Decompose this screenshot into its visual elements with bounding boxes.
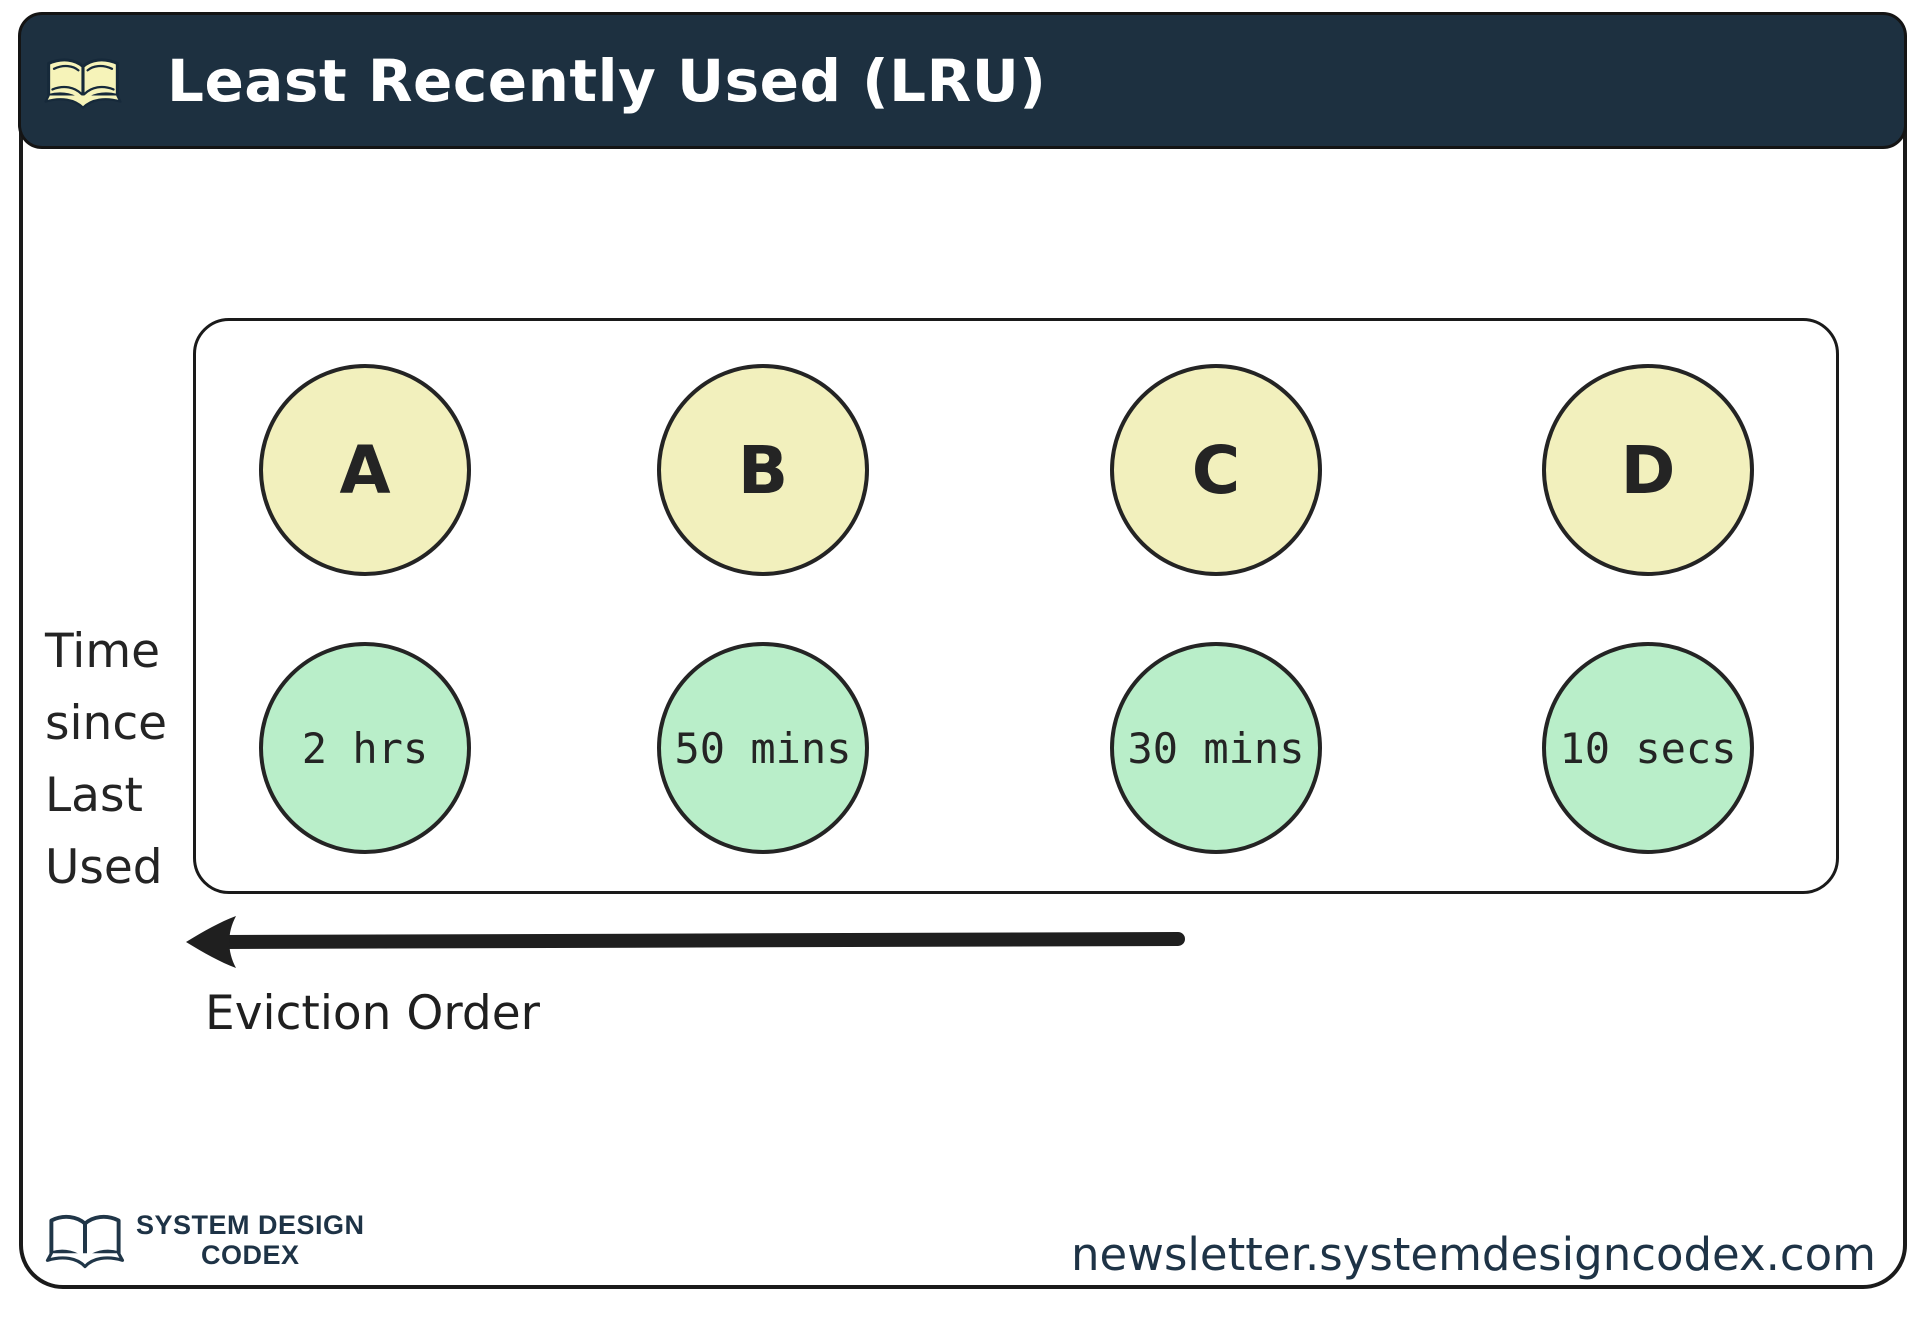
cache-key-circle-b: B: [657, 364, 869, 576]
time-since-last-used-label: Time since Last Used: [45, 616, 167, 904]
cache-key-label: B: [737, 431, 789, 509]
title-bar: Least Recently Used (LRU): [18, 12, 1907, 149]
cache-key-label: C: [1191, 431, 1241, 509]
time-value: 50 mins: [674, 723, 852, 773]
brand-line-1: SYSTEM DESIGN: [136, 1210, 365, 1240]
open-book-icon: [44, 57, 122, 109]
cache-container: A B C D 2 hrs 50 mins 30 mins 10 secs: [193, 318, 1839, 894]
side-label-line: Time: [45, 624, 161, 679]
brand-book-icon: [45, 1214, 125, 1269]
time-value: 2 hrs: [301, 723, 429, 773]
side-label-line: since: [45, 696, 168, 751]
brand-wordmark: SYSTEM DESIGN CODEX: [136, 1210, 365, 1270]
time-circle-d: 10 secs: [1542, 642, 1754, 854]
time-circle-c: 30 mins: [1110, 642, 1322, 854]
time-value: 30 mins: [1127, 723, 1305, 773]
side-label-line: Last: [45, 768, 143, 823]
newsletter-url[interactable]: newsletter.systemdesigncodex.com: [1070, 1228, 1876, 1281]
eviction-order-label: Eviction Order: [205, 986, 540, 1041]
cache-key-circle-a: A: [259, 364, 471, 576]
time-circle-a: 2 hrs: [259, 642, 471, 854]
cache-key-label: A: [339, 431, 391, 509]
time-value: 10 secs: [1559, 723, 1737, 773]
cache-key-label: D: [1620, 431, 1676, 509]
brand-logo: SYSTEM DESIGN CODEX: [42, 1200, 365, 1280]
time-circle-b: 50 mins: [657, 642, 869, 854]
brand-line-2: CODEX: [201, 1240, 300, 1270]
cache-key-circle-c: C: [1110, 364, 1322, 576]
cache-key-circle-d: D: [1542, 364, 1754, 576]
page-title: Least Recently Used (LRU): [167, 46, 1047, 115]
eviction-order-arrow-left: [186, 916, 1185, 968]
side-label-line: Used: [45, 840, 163, 895]
